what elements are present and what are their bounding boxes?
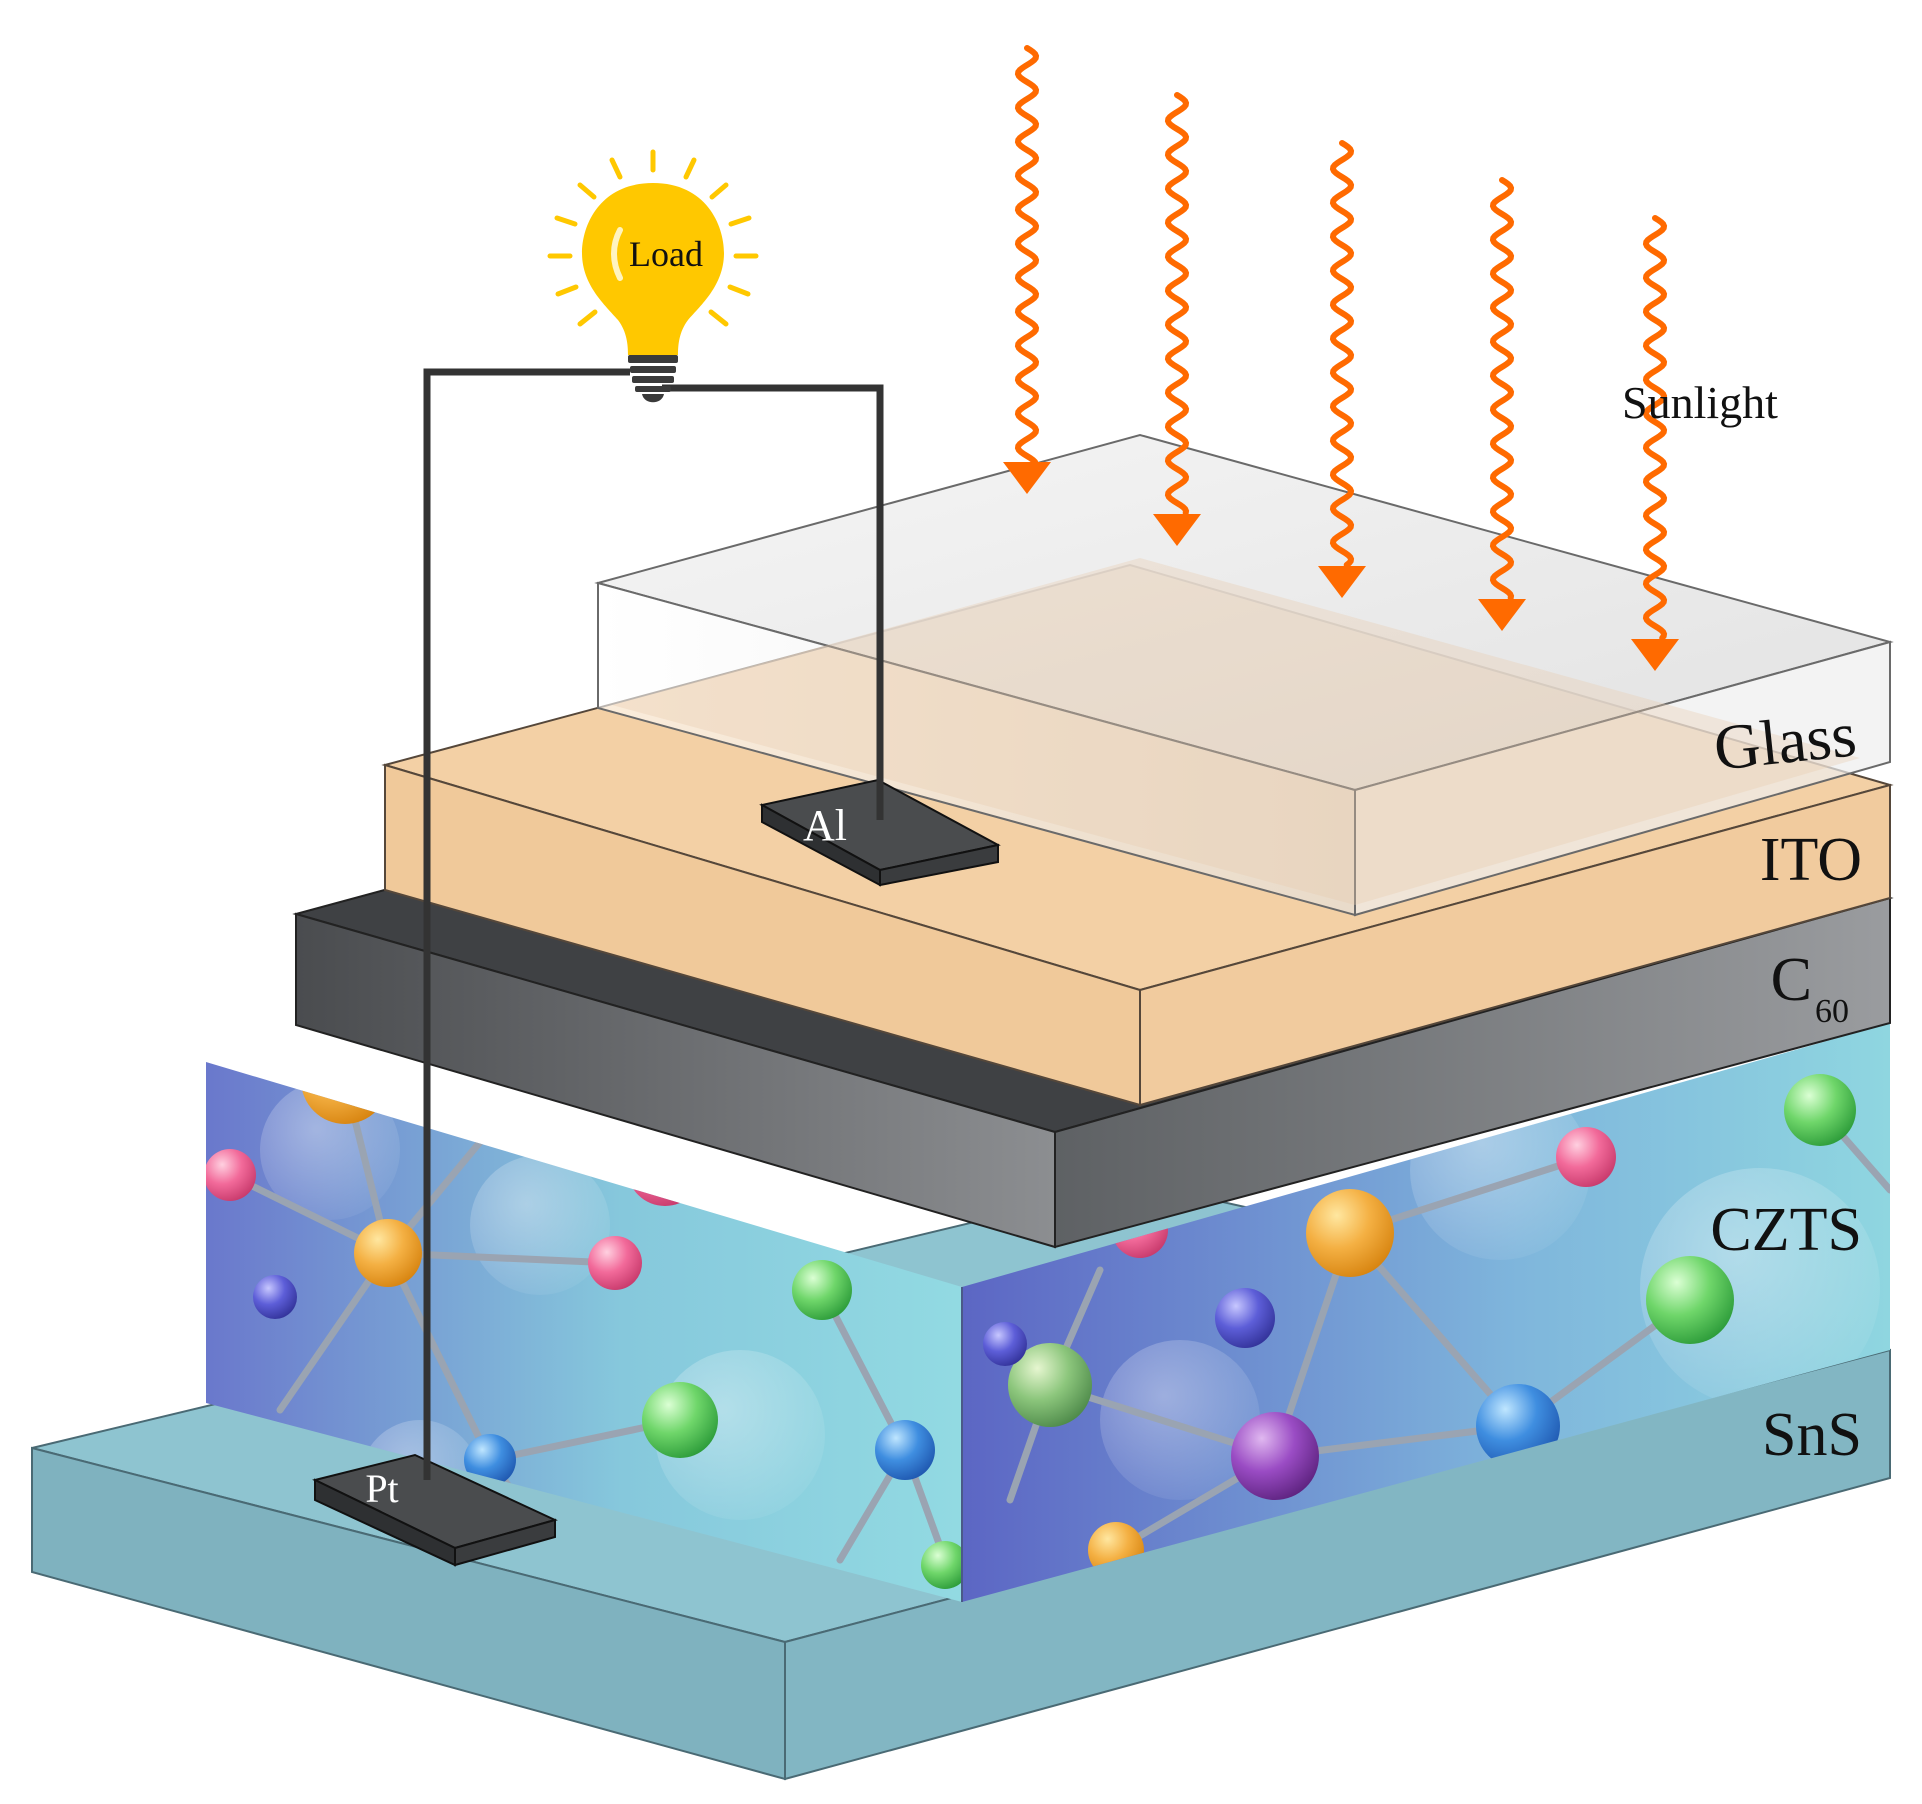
czts-front-molecules <box>206 1062 962 1602</box>
glass-layer <box>594 433 1894 917</box>
al-label: Al <box>803 801 847 850</box>
ito-label: ITO <box>1760 826 1862 894</box>
sunlight-ray-arrowhead-1 <box>1003 462 1051 494</box>
glass-label: Glass <box>1711 698 1860 783</box>
sunlight-ray-arrowhead-4 <box>1478 599 1526 631</box>
sunlight-ray-5 <box>1642 215 1668 641</box>
pt-label: Pt <box>365 1466 398 1511</box>
sunlight-ray-1 <box>1014 45 1040 465</box>
load-label: Load <box>629 234 703 274</box>
c60-label: C 60 <box>1771 946 1849 1030</box>
c60-label-main: C <box>1771 946 1812 1014</box>
czts-right-molecules <box>983 1074 1890 1602</box>
czts-layer <box>206 1023 1890 1602</box>
glass-inner-tint <box>612 558 1860 905</box>
bulb-glass <box>582 183 724 355</box>
sunlight-ray-2 <box>1164 92 1190 516</box>
sunlight-ray-arrowhead-5 <box>1631 639 1679 671</box>
sunlight-ray-4 <box>1489 177 1515 601</box>
sunlight-ray-3 <box>1329 140 1355 568</box>
ito-right-face <box>1139 783 1891 1107</box>
sunlight-rays <box>1003 45 1679 671</box>
sns-label: SnS <box>1762 1401 1862 1469</box>
sunlight-label: Sunlight <box>1622 377 1778 428</box>
al-electrode: Al <box>759 778 1001 887</box>
sunlight-ray-arrowhead-2 <box>1153 514 1201 546</box>
pt-electrode: Pt <box>312 1453 558 1567</box>
bulb-highlight <box>611 227 623 281</box>
glass-right-face <box>1354 640 1891 917</box>
czts-label: CZTS <box>1710 1196 1862 1264</box>
circuit-wire <box>423 368 884 1480</box>
bulb-glow-rays <box>547 149 759 327</box>
c60-label-subscript: 60 <box>1815 993 1849 1030</box>
load-bulb: Load <box>547 149 759 403</box>
c60-right-face <box>1054 896 1891 1249</box>
sunlight-ray-arrowhead-3 <box>1318 566 1366 598</box>
